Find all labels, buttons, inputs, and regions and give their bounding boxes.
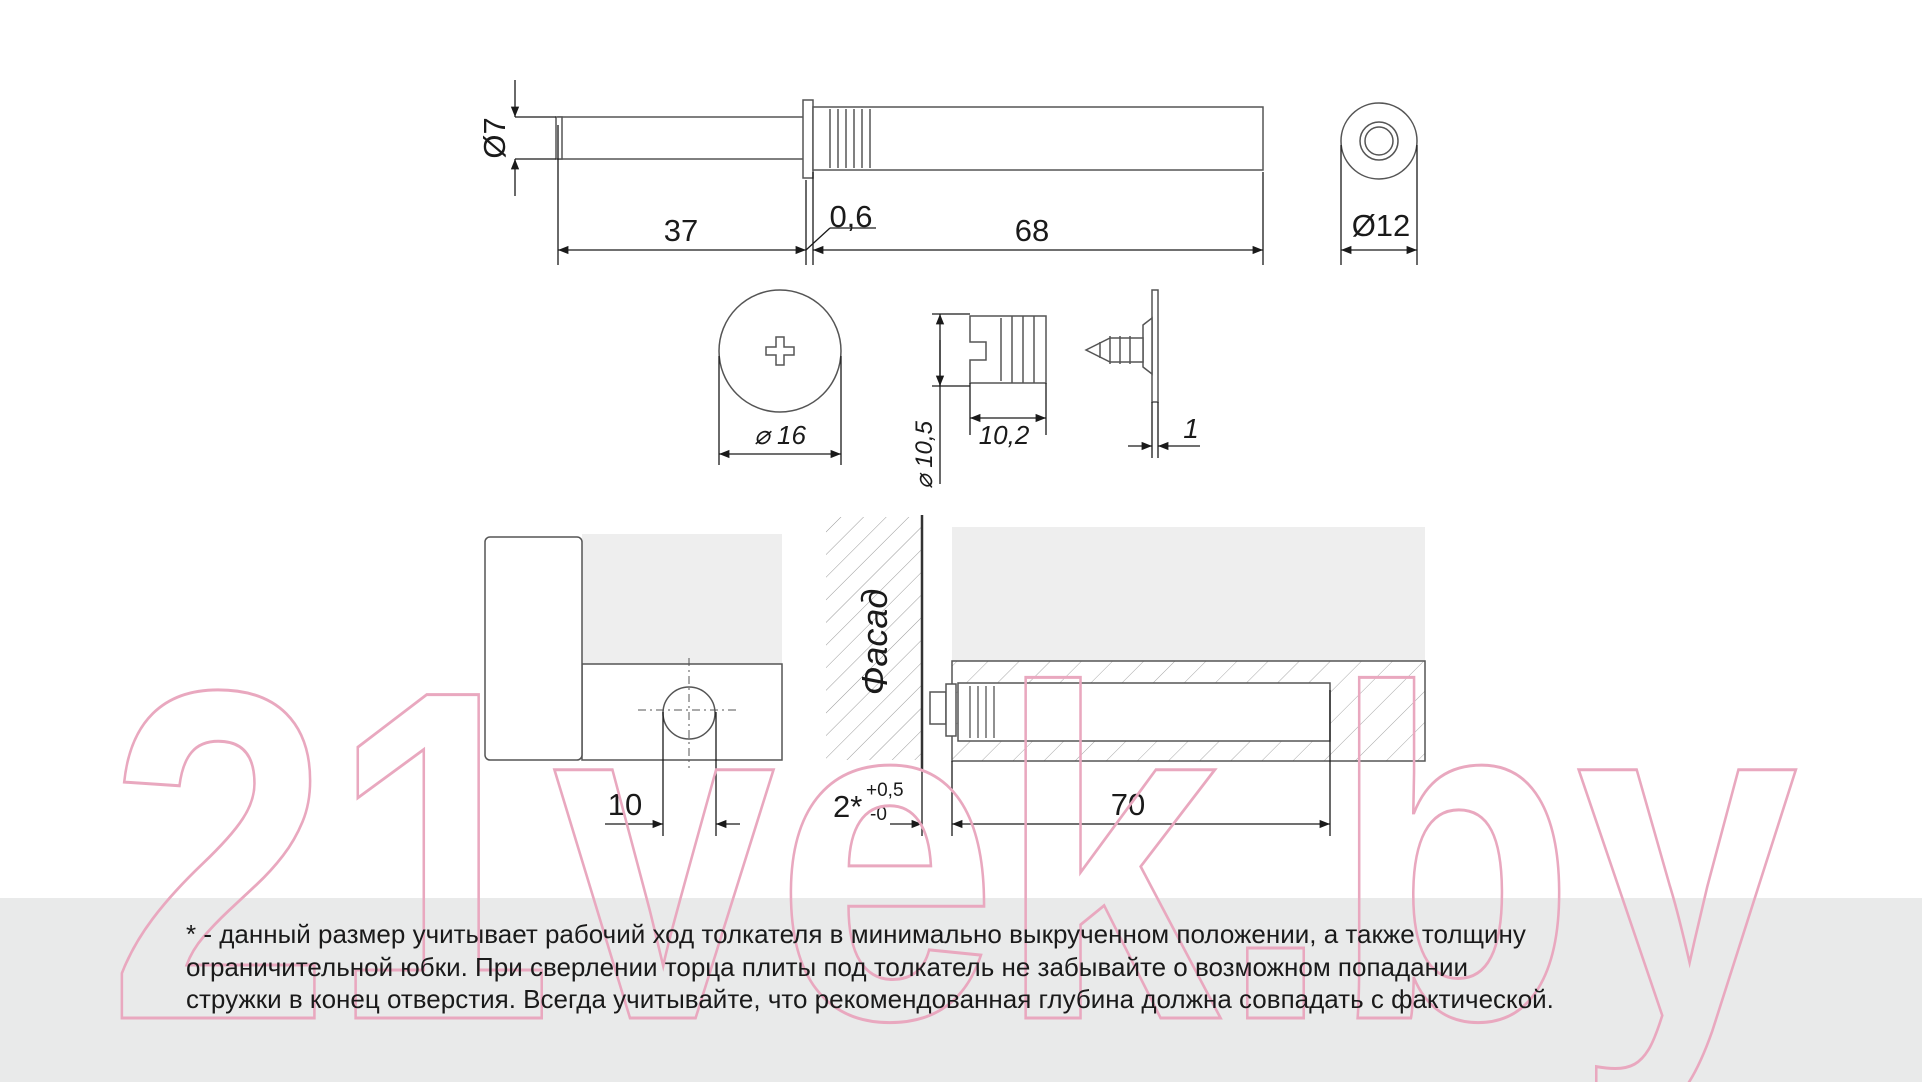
dim-rod-diameter: Ø7 [477, 117, 512, 158]
dim-plate-diameter-value: 16 [777, 420, 806, 450]
strike-plate-dimension [718, 356, 842, 465]
bottom-dimension-lines [605, 690, 1331, 836]
footnote-line: * - данный размер учитывает рабочий ход … [186, 919, 1526, 949]
push-latch-side-view [555, 99, 1264, 179]
diameter-symbol: ⌀ [754, 420, 772, 450]
dim-dowel-length: 10,2 [979, 420, 1030, 450]
dowel-dimension [932, 313, 1047, 484]
dim-hole-depth: 70 [1111, 787, 1145, 822]
cabinet-panel-section [929, 527, 1426, 762]
side-panel-section [484, 534, 783, 768]
dim-clearance-tol-lower: -0 [870, 804, 887, 825]
push-latch-end-view [1340, 102, 1418, 180]
dim-dowel-diameter: ⌀ 10,5 [911, 420, 938, 488]
dim-body-diameter: Ø12 [1352, 208, 1411, 243]
facade-section [826, 515, 924, 770]
footnote-line: ограничительной юбки. При сверлении торц… [186, 951, 1469, 982]
latch-ribs [829, 109, 871, 168]
footnote-text: * - данный размер учитывает рабочий ход … [186, 918, 1786, 1016]
facade-label: Фасад [854, 589, 895, 696]
dim-clearance: 2* [833, 789, 862, 824]
diameter-symbol: ⌀ [911, 472, 938, 489]
dim-clearance-tol-upper: +0,5 [866, 780, 904, 801]
screw-side-view [1084, 289, 1159, 403]
footnote-line: стружки в конец отверстия. Всегда учитыв… [186, 984, 1554, 1014]
screw-dimension [1128, 402, 1200, 458]
dim-rod-length: 37 [664, 213, 698, 248]
dim-dowel-diameter-value: 10,5 [911, 420, 938, 467]
top-dimension-lines [510, 80, 1418, 265]
strike-plate-front-view [718, 289, 842, 413]
dowel-side-view [969, 315, 1047, 384]
dim-offset: 10 [608, 787, 642, 822]
footnote-panel [0, 898, 1922, 1082]
dim-gap: 0,6 [829, 199, 872, 234]
dim-plate-thickness: 1 [1183, 413, 1199, 444]
dim-body-length: 68 [1015, 213, 1049, 248]
dim-plate-diameter: ⌀ 16 [754, 420, 806, 450]
